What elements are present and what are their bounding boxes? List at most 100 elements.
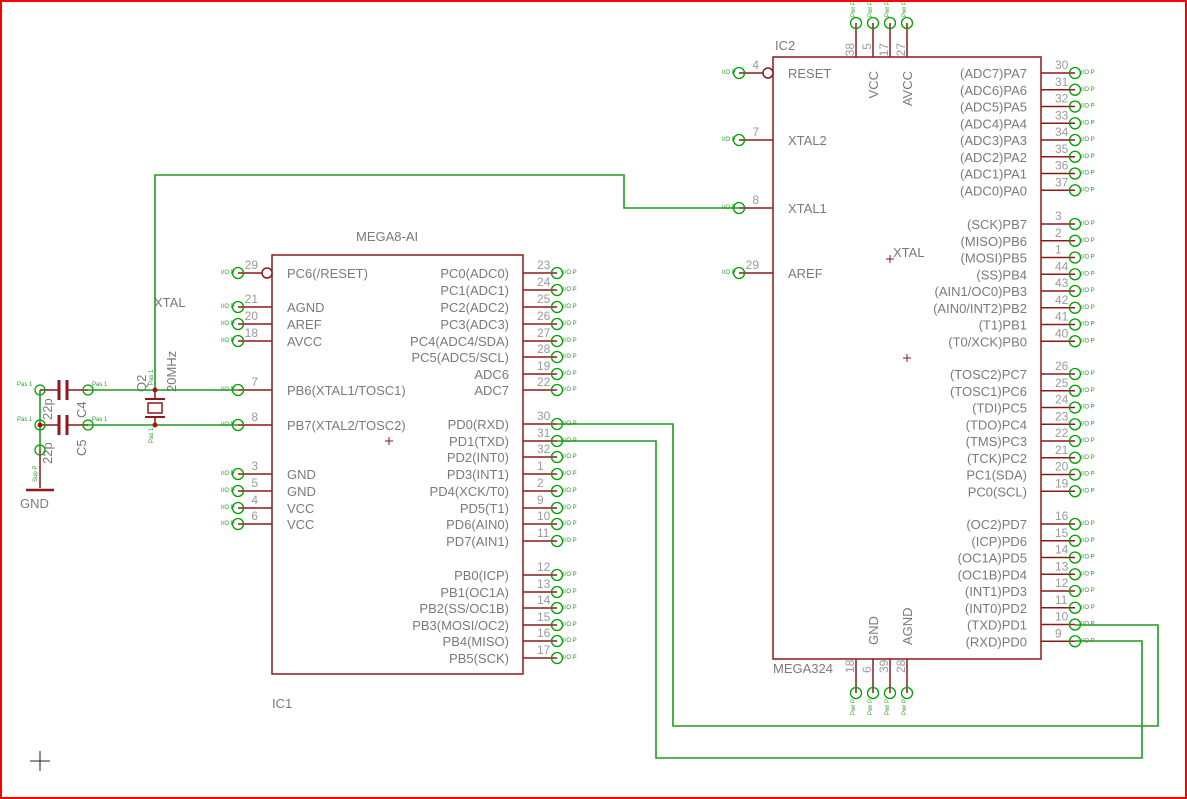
pin-number: 25 bbox=[537, 292, 551, 306]
pin-tag: I/O P bbox=[1081, 87, 1095, 93]
pin-number: 24 bbox=[537, 275, 551, 289]
capacitor-c4[interactable]: C4 22p Pas 1 Pas 1 bbox=[17, 380, 108, 420]
capacitor-c5[interactable]: C5 22p Pas 1 Pas 1 bbox=[17, 415, 108, 464]
gnd-symbol[interactable]: GND Sup P bbox=[20, 444, 54, 511]
ic1-name: IC1 bbox=[272, 696, 292, 711]
net-rxd-txd[interactable] bbox=[557, 423, 1159, 727]
ic1-origin-marker bbox=[385, 437, 393, 445]
pin-label: PD4(XCK/T0) bbox=[430, 484, 509, 499]
net-xtal1[interactable] bbox=[154, 174, 740, 390]
pin-tag: I/O P bbox=[1081, 338, 1095, 344]
pin-label: PC6(/RESET) bbox=[287, 266, 368, 281]
pin-number: 2 bbox=[537, 476, 544, 490]
net-txd-rxd[interactable] bbox=[557, 440, 1143, 759]
crystal-q2[interactable]: Q2 20MHz XTAL Pas 1 Pas 1 bbox=[134, 295, 186, 443]
pin-end bbox=[1068, 534, 1082, 547]
pin-label: RESET bbox=[788, 66, 831, 81]
pin-tag: I/O P bbox=[563, 304, 577, 310]
pin-label: PC1(ADC1) bbox=[440, 283, 509, 298]
pin-number: 41 bbox=[1055, 310, 1069, 324]
pin-label: PB4(MISO) bbox=[443, 634, 509, 649]
